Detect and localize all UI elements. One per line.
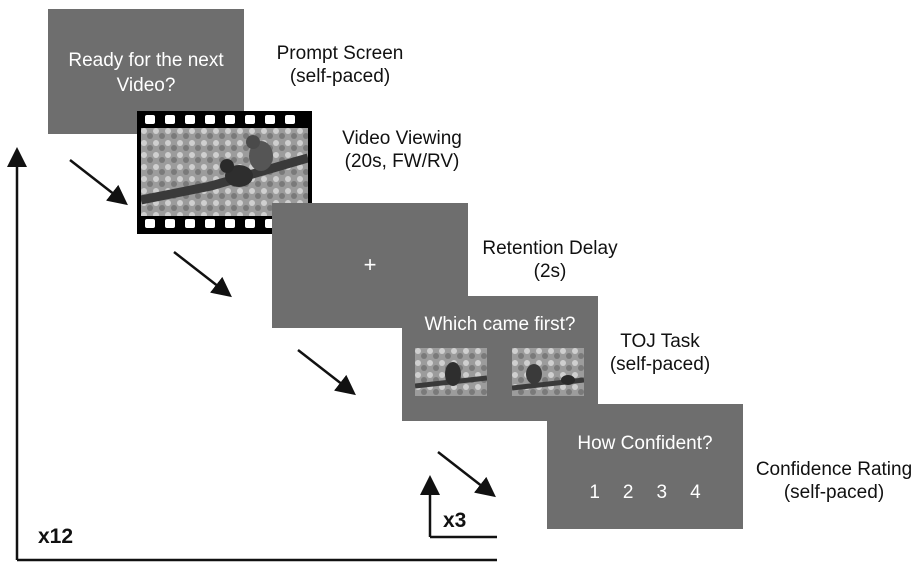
toj-label: TOJ Task (self-paced) bbox=[598, 330, 722, 376]
video-still-image bbox=[141, 128, 308, 216]
confidence-label-sub: (self-paced) bbox=[783, 482, 885, 503]
rating-option: 3 bbox=[656, 482, 668, 503]
retention-label-sub: (2s) bbox=[533, 261, 567, 282]
confidence-label-title: Confidence Rating bbox=[755, 459, 913, 480]
toj-image-right bbox=[512, 348, 584, 396]
fixation-cross: + bbox=[363, 252, 377, 277]
rating-option: 4 bbox=[690, 482, 701, 503]
prompt-label: Prompt Screen (self-paced) bbox=[250, 42, 430, 88]
toj-image-left bbox=[415, 348, 487, 396]
film-sprocket-holes bbox=[145, 115, 295, 228]
rating-option: 1 bbox=[589, 482, 600, 503]
toj-question: Which came first? bbox=[424, 314, 576, 335]
prompt-label-title: Prompt Screen bbox=[276, 43, 404, 64]
video-label-sub: (20s, FW/RV) bbox=[344, 151, 460, 172]
inner-repeat-count: x3 bbox=[443, 509, 467, 532]
rating-options: 1 2 3 4 bbox=[547, 482, 743, 504]
retention-label-title: Retention Delay bbox=[482, 238, 618, 259]
video-label-title: Video Viewing bbox=[342, 128, 462, 149]
outer-repeat-count: x12 bbox=[38, 525, 74, 548]
monkey-scene-image bbox=[141, 128, 308, 216]
rating-option: 2 bbox=[622, 482, 634, 503]
prompt-screen-line-2: Video? bbox=[116, 75, 176, 96]
toj-label-sub: (self-paced) bbox=[609, 354, 711, 375]
prompt-label-sub: (self-paced) bbox=[289, 66, 391, 87]
confidence-question: How Confident? bbox=[577, 433, 713, 454]
flow-arrow-3 bbox=[297, 349, 356, 396]
flow-arrow-4 bbox=[437, 451, 496, 498]
flow-arrow-2 bbox=[173, 251, 232, 298]
toj-label-title: TOJ Task bbox=[620, 331, 700, 352]
video-label: Video Viewing (20s, FW/RV) bbox=[322, 127, 482, 173]
toj-screen: Which came first? bbox=[402, 296, 598, 421]
flow-arrow-1 bbox=[69, 159, 128, 206]
retention-label: Retention Delay (2s) bbox=[470, 237, 630, 283]
confidence-screen: How Confident? 1 2 3 4 bbox=[547, 404, 743, 529]
prompt-screen-line-1: Ready for the next bbox=[68, 50, 224, 71]
confidence-label: Confidence Rating (self-paced) bbox=[747, 458, 921, 504]
